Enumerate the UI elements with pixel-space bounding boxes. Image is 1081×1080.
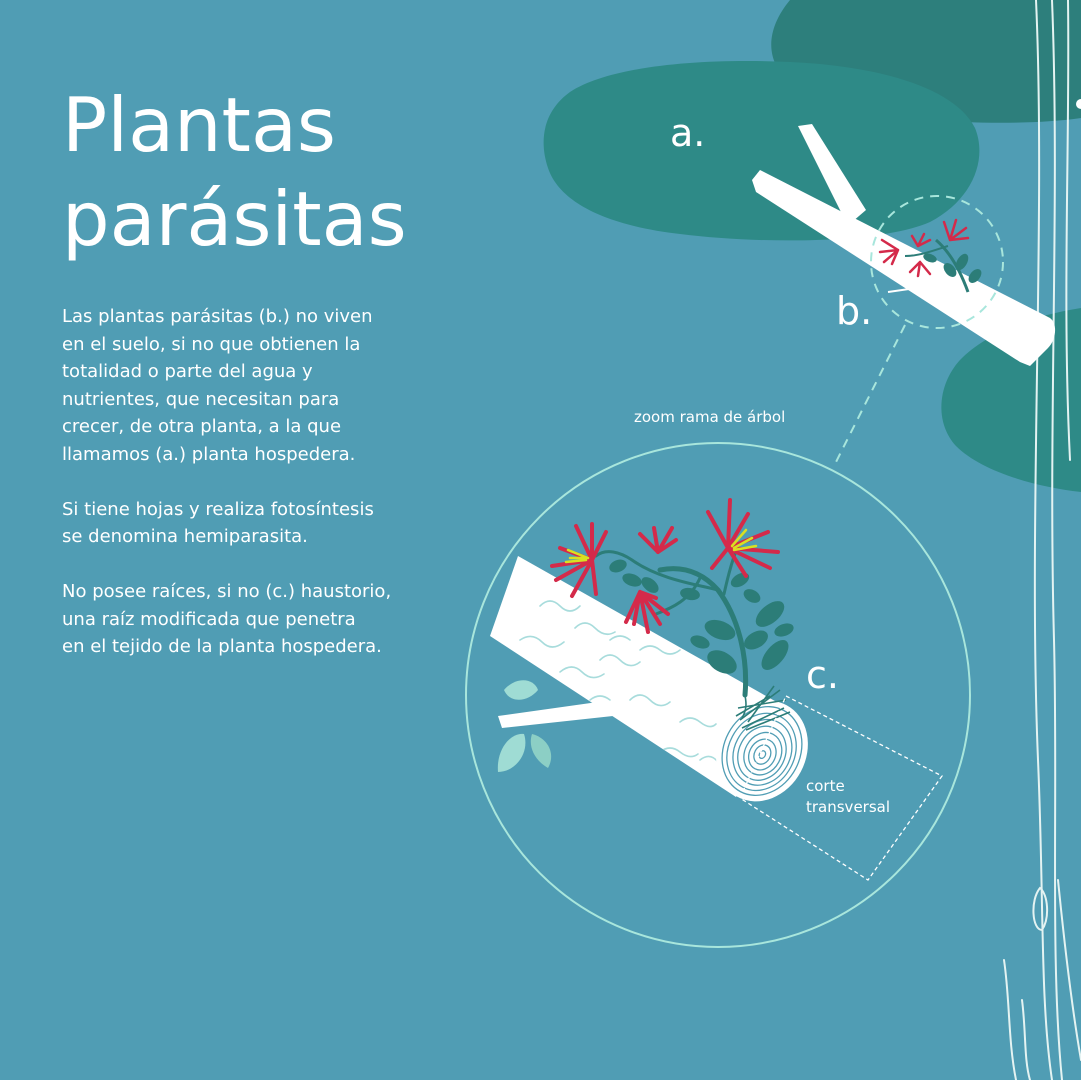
canopy-right bbox=[941, 308, 1081, 492]
canopy-left bbox=[543, 61, 980, 241]
zoom-label: zoom rama de árbol bbox=[634, 408, 785, 426]
trunk-knot bbox=[1032, 886, 1048, 932]
host-branch bbox=[752, 124, 1056, 366]
cross-section-label-line2: transversal bbox=[806, 798, 890, 816]
tree-trunk bbox=[1003, 0, 1081, 1080]
cross-section-label-line1: corte bbox=[806, 777, 845, 795]
trunk-line bbox=[1065, 0, 1071, 461]
zoom-circle bbox=[465, 442, 971, 948]
light-leaf bbox=[530, 734, 552, 768]
zoom-highlight-circle bbox=[870, 195, 1004, 329]
trunk-line bbox=[1021, 999, 1031, 1080]
zoom-connector-line bbox=[835, 324, 906, 463]
trunk-line bbox=[1051, 0, 1063, 1080]
parasite-small bbox=[878, 218, 982, 293]
zoom-highlight bbox=[835, 195, 1004, 463]
paragraph-haustorium: No posee raíces, si no (c.) haustorio, u… bbox=[62, 581, 392, 657]
paragraph-hemiparasite: Si tiene hojas y realiza fotosíntesis se… bbox=[62, 498, 374, 548]
flowers bbox=[550, 498, 780, 634]
branch-main bbox=[752, 170, 1056, 366]
description: Las plantas parásitas (b.) no viven en e… bbox=[62, 303, 442, 688]
cross-section-callout bbox=[739, 695, 943, 881]
trunk-line bbox=[1057, 879, 1081, 1061]
host-tree-foliage bbox=[543, 0, 1081, 492]
light-leaf bbox=[504, 680, 538, 700]
title-line-1: Plantas bbox=[62, 81, 336, 169]
branch-fork bbox=[798, 124, 866, 222]
light-leaf bbox=[497, 733, 526, 772]
title-line-2: parásitas bbox=[62, 175, 407, 263]
label-b: b. bbox=[836, 289, 872, 333]
label-a: a. bbox=[670, 111, 705, 155]
page-title: Plantas parásitas bbox=[62, 78, 407, 266]
trunk-line bbox=[1003, 959, 1017, 1080]
trunk-line bbox=[1033, 0, 1053, 1080]
zoomed-log bbox=[490, 556, 808, 802]
label-c: c. bbox=[806, 653, 839, 697]
parasite-zoomed bbox=[550, 498, 794, 731]
paragraph-parasites: Las plantas parásitas (b.) no viven en e… bbox=[62, 306, 373, 465]
